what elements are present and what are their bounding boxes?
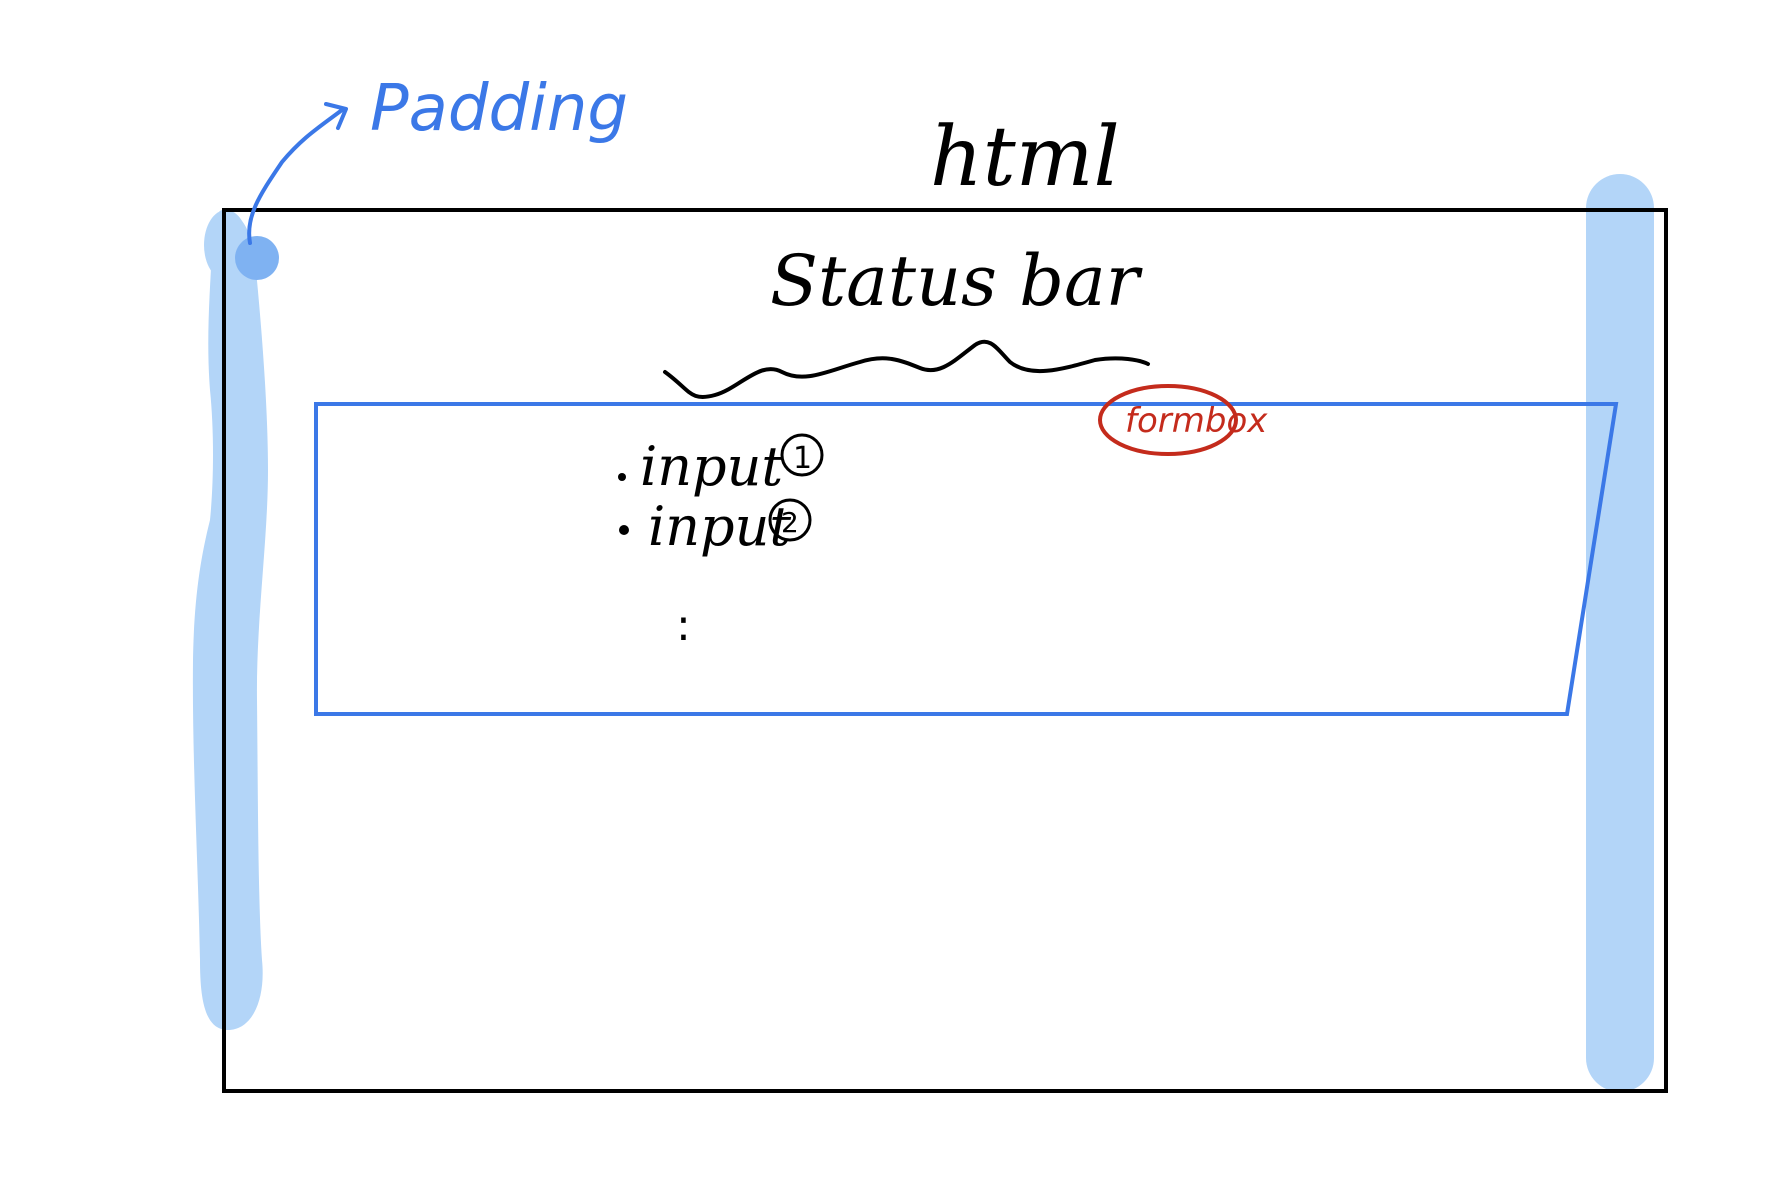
- formbox: [314, 402, 1619, 716]
- input-1-bullet: [618, 473, 626, 481]
- input-2-marker: 2: [781, 506, 799, 539]
- input-2-marker-circle: [768, 498, 812, 542]
- left-padding-band: [192, 210, 268, 1030]
- padding-label: Padding: [370, 72, 628, 146]
- right-padding-band: [1586, 174, 1654, 1092]
- input-1-label: input: [640, 435, 783, 498]
- input-1-marker-circle: [780, 433, 824, 477]
- html-box: [222, 208, 1668, 1093]
- input-2-bullet: [619, 525, 629, 535]
- status-bar-label: Status bar: [770, 240, 1143, 322]
- padding-arrow: [247, 108, 344, 245]
- input-2-label: input: [648, 495, 791, 558]
- formbox-label-circle: [1098, 384, 1238, 456]
- input-1-marker: 1: [793, 441, 812, 476]
- status-bar-wave: [663, 339, 1150, 399]
- padding-arrow-head: [324, 102, 348, 130]
- html-label: html: [930, 110, 1120, 205]
- formbox-label: formbox: [1125, 401, 1268, 441]
- input-list-ellipsis: :: [676, 600, 691, 651]
- padding-accent-dot: [235, 236, 279, 280]
